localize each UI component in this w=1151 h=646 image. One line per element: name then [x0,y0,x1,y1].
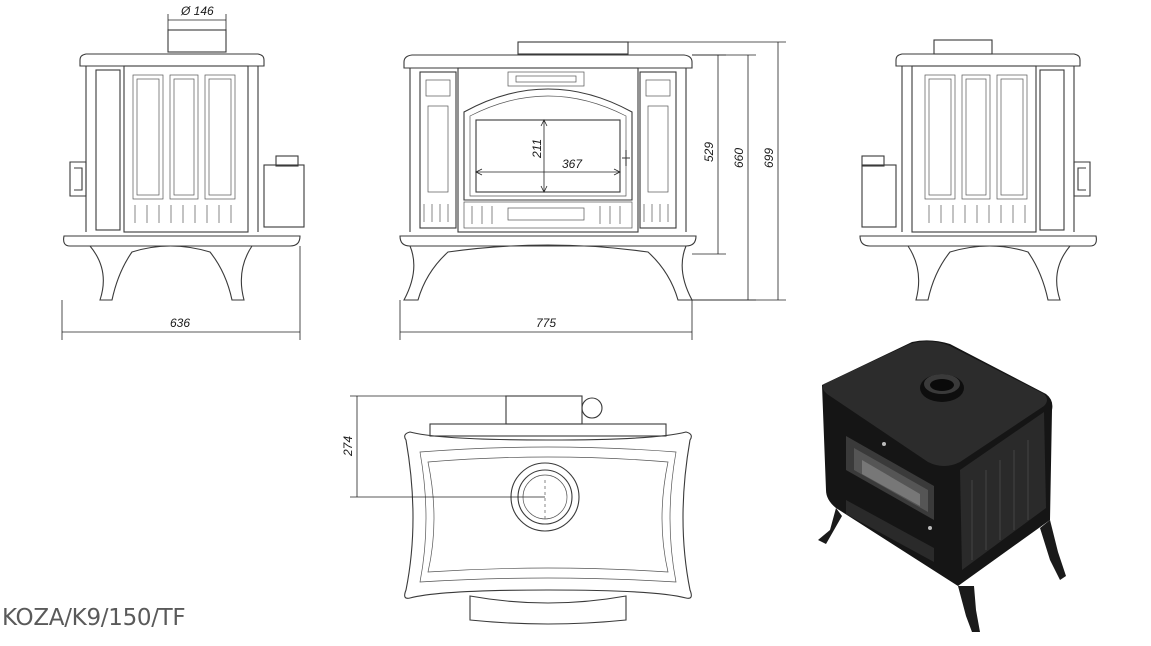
stove-3d-render [818,340,1066,632]
dim-top-height: 660 [692,54,756,301]
front-width-label: 775 [536,316,556,330]
dim-flue-diameter: Ø 146 [167,4,227,30]
flue-height-label: 699 [762,148,776,168]
door-height-label: 529 [702,142,716,162]
side-depth-label: 636 [170,316,190,330]
model-code: KOZA/K9/150/TF [2,605,186,631]
side-view-right [859,39,1097,301]
side-view-left [63,29,305,301]
dim-flue-offset: 274 [341,395,545,498]
dim-door-height: 529 [692,54,726,255]
dim-glass-width: 367 [475,157,621,176]
flue-offset-label: 274 [341,436,355,457]
front-view [399,41,697,301]
dim-glass-height: 211 [530,119,548,193]
top-height-label: 660 [732,148,746,168]
dim-flue-height: 699 [628,41,786,301]
top-view [404,395,692,625]
glass-width-label: 367 [562,157,583,171]
dim-front-width: 775 [399,300,693,340]
dim-side-depth: 636 [61,246,301,340]
flue-diameter-label: Ø 146 [180,4,214,18]
glass-height-label: 211 [530,139,544,159]
